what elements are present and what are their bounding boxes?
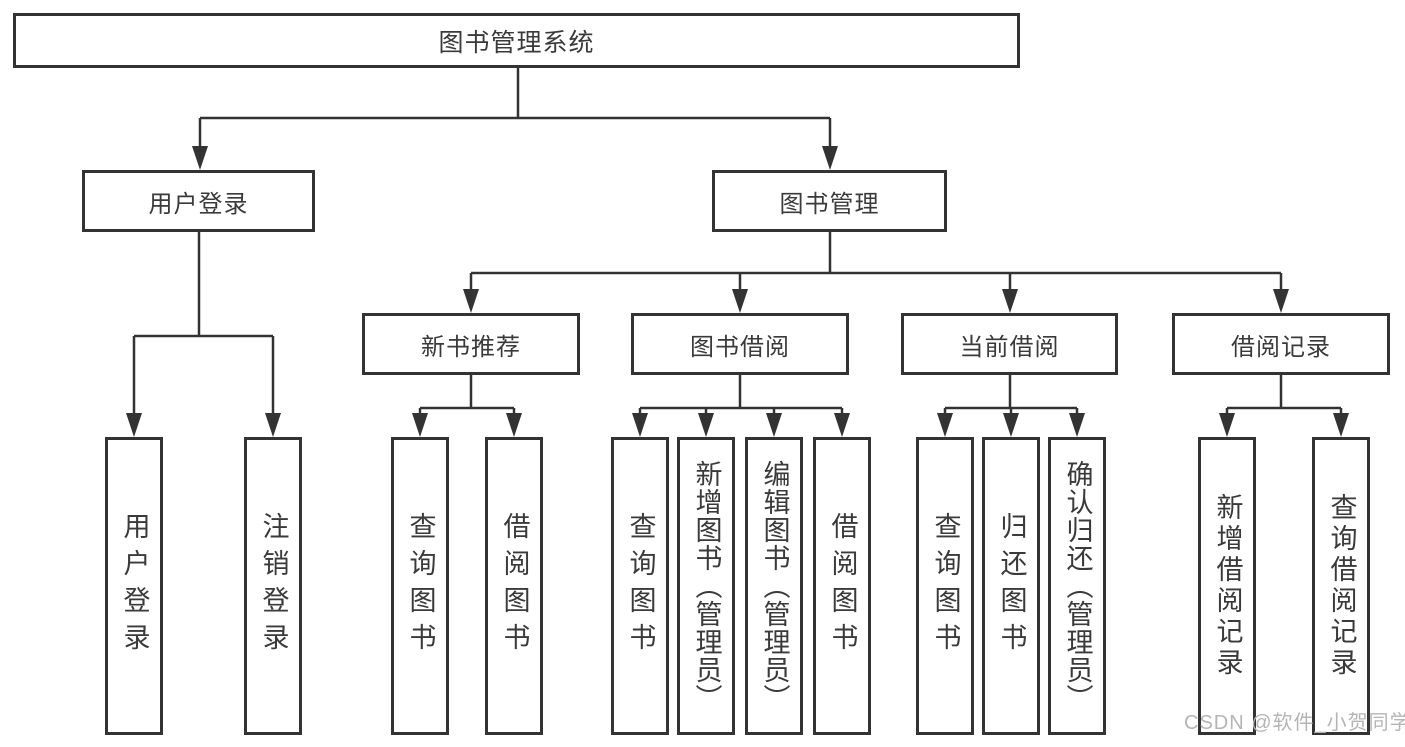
connector-line [418,375,516,415]
connector-line [1225,375,1343,415]
leaf-label: 借阅图书 [499,512,530,660]
connector-book-borrow-children [632,375,850,437]
arrowhead-down-icon [1273,289,1289,313]
node-user-login: 用户登录 [82,170,315,232]
arrowhead-down-icon [126,413,142,437]
node-current-borrowing: 当前借阅 [901,313,1118,375]
arrowhead-down-icon [834,413,850,437]
arrowhead-down-icon [1002,289,1018,313]
arrowhead-down-icon [265,413,281,437]
arrowhead-down-icon [1069,413,1085,437]
node-borrowing-records: 借阅记录 [1172,313,1390,375]
leaf-confirm-return-admin: 确认归还（管理员） [1048,437,1106,735]
node-label: 图书借阅 [690,333,790,361]
connector-new-book-children [412,375,522,437]
connector-root-level2 [192,68,838,170]
arrowhead-down-icon [1219,413,1235,437]
leaf-borrow-books: 借阅图书 [813,437,871,735]
leaf-logout: 注销登录 [244,437,302,735]
node-label: 用户登录 [148,190,249,218]
arrowhead-down-icon [937,413,953,437]
connector-current-borrow-children [937,375,1085,437]
node-label: 借阅记录 [1231,333,1331,361]
arrowhead-down-icon [506,413,522,437]
node-new-book-recommend: 新书推荐 [362,313,580,375]
arrowhead-down-icon [463,289,479,313]
arrowhead-down-icon [766,413,782,437]
leaf-label: 借阅图书 [827,512,858,660]
node-label: 新书推荐 [421,333,521,361]
connector-user-login-children [126,232,281,437]
arrowhead-down-icon [1333,413,1349,437]
leaf-label: 注销登录 [258,512,289,660]
leaf-label: 归还图书 [996,512,1027,660]
leaf-label: 确认归还（管理员） [1062,460,1093,712]
arrowhead-down-icon [632,413,648,437]
leaf-add-book-admin: 新增图书（管理员） [677,437,735,735]
leaf-add-borrow-record: 新增借阅记录 [1198,437,1256,735]
connector-line [469,232,1283,295]
leaf-query-books-current: 查询图书 [916,437,974,735]
leaf-return-book: 归还图书 [982,437,1040,735]
leaf-query-books-recommend: 查询图书 [391,437,449,735]
node-label: 图书管理系统 [438,28,595,57]
leaf-label: 查询图书 [405,512,436,660]
csdn-watermark: CSDN @软件_小贺同学 [1184,712,1405,734]
leaf-query-borrow-record: 查询借阅记录 [1312,437,1370,735]
arrowhead-down-icon [192,146,208,170]
leaf-label: 编辑图书（管理员） [759,460,790,712]
leaf-label: 用户登录 [119,512,150,660]
leaf-label: 新增图书（管理员） [691,460,722,712]
connector-book-mgmt-children [463,232,1289,313]
arrowhead-down-icon [1003,413,1019,437]
arrowhead-down-icon [822,146,838,170]
leaf-edit-book-admin: 编辑图书（管理员） [745,437,803,735]
connector-line [132,232,275,417]
node-label: 图书管理 [779,190,880,218]
leaf-label: 查询图书 [930,512,961,660]
connector-line [198,68,832,150]
leaf-label: 新增借阅记录 [1212,493,1243,679]
arrowhead-down-icon [698,413,714,437]
leaf-user-login: 用户登录 [105,437,163,735]
leaf-label: 查询图书 [625,512,656,660]
leaf-label: 查询借阅记录 [1326,493,1357,679]
node-label: 当前借阅 [959,333,1060,361]
node-root-system: 图书管理系统 [13,13,1020,68]
node-book-borrowing: 图书借阅 [631,313,849,375]
connector-line [943,375,1079,415]
connector-line [638,375,844,415]
node-book-management: 图书管理 [712,170,947,232]
leaf-query-books-borrow: 查询图书 [611,437,669,735]
arrowhead-down-icon [412,413,428,437]
arrowhead-down-icon [732,289,748,313]
connector-borrow-records-children [1219,375,1349,437]
leaf-borrow-books-recommend: 借阅图书 [485,437,543,735]
